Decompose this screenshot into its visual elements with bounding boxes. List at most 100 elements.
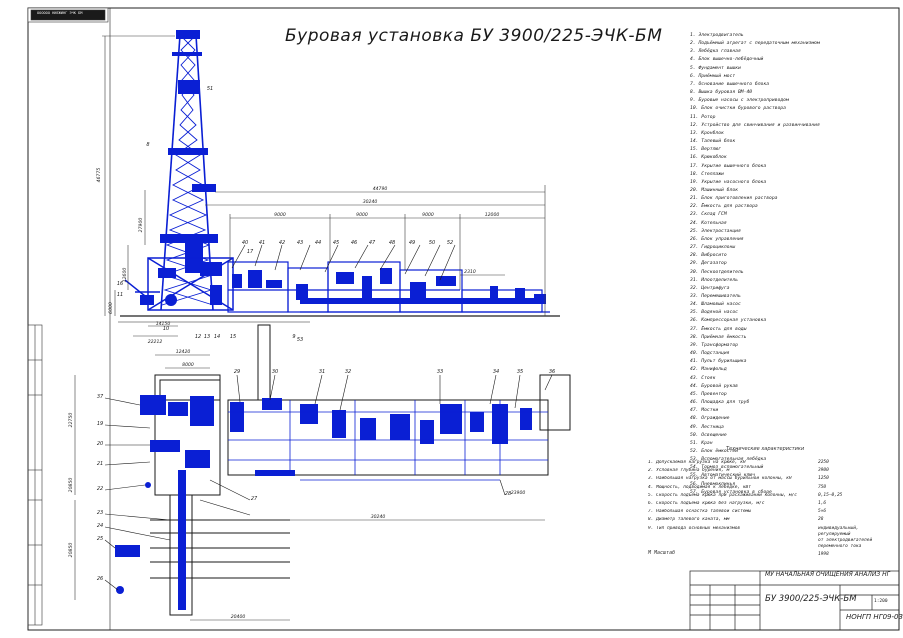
callout-number: 15 (230, 334, 236, 340)
drawing-title: Буровая установка БУ 3900/225-ЭЧК-БМ (285, 26, 663, 46)
spec-label: 5. Скорость подъёма крюка при расхаживан… (648, 492, 798, 498)
spec-value: 2250 (818, 460, 829, 465)
legend-item: 35. Водяной насос (690, 310, 738, 316)
stamp-org: МУ НАЧАЛЬНАЯ ОЧИЩЕНИЯ АНАЛИЗ НГ (765, 571, 890, 578)
legend-item: 20. Машинный блок (690, 187, 738, 193)
callout-number: 22 (97, 486, 103, 492)
legend-item: 32. Центрифуга (690, 285, 730, 291)
spec-value: 3900 (818, 468, 829, 474)
legend-list: 1. Электродвигатель 2. Подъёмный агрегат … (690, 32, 895, 497)
legend-item: 54. Тормоз вспомогательный (690, 465, 764, 471)
plan-dimensions (74, 354, 545, 621)
legend-item: 48. Ограждение (690, 416, 730, 422)
spec-label: 9. Тип привода основных механизмов (648, 525, 741, 531)
legend-item: 53. Вспомогательная лебёдка (690, 457, 767, 463)
legend-item: 2. Подъёмный агрегат с передаточным меха… (690, 41, 820, 47)
callout-number: 21 (97, 461, 103, 467)
legend-item: 17. Укрытие вышечного блока (690, 163, 767, 169)
legend-item: 25. Электростанция (690, 228, 741, 234)
callout-number: 12 (195, 334, 201, 340)
legend-item: 43. Стояк (690, 375, 716, 381)
legend-item: 31. Илоотделитель (690, 277, 738, 283)
specs-table: 1. Допускаемая нагрузка на крюке, кН 2250… (648, 460, 898, 560)
legend-item: 39. Трансформатор (690, 342, 738, 348)
dimension-label: 12000 (485, 212, 500, 218)
callout-number: 20 (97, 441, 103, 447)
callout-number: 37 (97, 394, 104, 400)
legend-item: 51. Кран (690, 440, 713, 446)
spec-value: 28 (818, 517, 824, 523)
spec-row: 7. Наибольшая оснастка талевой системы 5×… (648, 509, 898, 517)
plan-equipment (115, 395, 532, 610)
callout-number: 23 (97, 510, 103, 516)
spec-label: 1. Допускаемая нагрузка на крюке, кН (648, 460, 746, 465)
stamp-name: БУ 3900/225-ЭЧК-БМ (765, 594, 857, 604)
legend-item: 21. Блок приготовления раствора (690, 196, 778, 202)
callout-number: 46 (351, 240, 357, 246)
equipment-train (227, 261, 550, 313)
spec-value: 0,15–0,25 (818, 492, 843, 498)
plan-view: 124208000227502085020850302402040023900 … (68, 324, 571, 621)
spec-label: 7. Наибольшая оснастка талевой системы (648, 509, 751, 515)
legend-item: 9. Буровые насосы с электроприводом (690, 98, 789, 104)
legend-item: 14. Талевый блок (690, 139, 736, 145)
callout-number: 50 (429, 240, 435, 246)
callout-number: 49 (409, 240, 415, 246)
spec-row: 1. Допускаемая нагрузка на крюке, кН 2250 (648, 460, 898, 468)
callout-number: 32 (345, 369, 351, 375)
callout-number: 36 (549, 369, 555, 375)
callout-number: 33 (437, 369, 443, 375)
stamp-code: НОНГП НГ09-03 (846, 613, 903, 621)
spec-label: 3. Наибольшая нагрузка от массы бурильно… (648, 476, 792, 482)
callout-number: 24 (97, 523, 103, 529)
legend-item: 52. Блок ёмкостей (690, 448, 738, 454)
legend-item: 4. Блок вышечно-лебёдочный (690, 57, 764, 63)
spec-label: 6. Скорость подъёма крюка без нагрузки, … (648, 500, 765, 506)
legend-item: 22. Ёмкость для раствора (690, 204, 758, 210)
spec-row: 3. Наибольшая нагрузка от массы бурильно… (648, 476, 898, 484)
spec-value: 5×6 (818, 509, 827, 515)
legend-item: 23. Склад ГСМ (690, 212, 727, 218)
plan-outline (150, 324, 571, 616)
legend-item: 28. Вибросито (690, 253, 727, 259)
dimension-label: 22212 (148, 339, 163, 345)
legend-item: 55. Автоматический ключ (690, 473, 755, 479)
dimension-label: 23900 (511, 490, 526, 496)
legend-item: 49. Лестница (690, 424, 724, 430)
callout-number: 26 (97, 576, 103, 582)
dimension-label: 22750 (68, 413, 74, 428)
callout-number: 45 (333, 240, 339, 246)
legend-item: 47. Мостки (690, 408, 719, 414)
callout-number: 51 (207, 86, 213, 92)
specs-title: Технические характеристики (726, 446, 805, 452)
legend-item: 44. Буровой рукав (690, 383, 738, 389)
callout-number: 42 (279, 240, 285, 246)
callout-number: 31 (319, 369, 325, 375)
legend-item: 1. Электродвигатель (690, 33, 744, 38)
legend-item: 57. Буровая установка в сборе (690, 489, 772, 495)
legend-item: 27. Гидроциклоны (690, 245, 736, 251)
callout-number: 16 (117, 281, 123, 287)
stamp-scale: 1:200 (874, 599, 888, 604)
legend-item: 24. Котельная (690, 220, 727, 226)
callout-number: 29 (234, 369, 240, 375)
elevation-dimensions (102, 35, 546, 337)
dimension-label: 9000 (356, 212, 368, 218)
callout-number: 25 (97, 536, 103, 542)
callout-number: 27 (251, 496, 258, 502)
legend-item: 13. Кронблок (690, 130, 724, 136)
legend-item: 38. Приёмная ёмкость (690, 334, 747, 340)
callout-number: 11 (117, 292, 123, 298)
callout-number: 53 (297, 337, 303, 343)
legend-item: 10. Блок очистки бурового раствора (690, 106, 786, 112)
spec-value: 1,6 (818, 500, 827, 506)
mast-platforms (160, 30, 218, 273)
spec-value: 1250 (818, 476, 829, 482)
scale-note: М Масштаб (648, 550, 676, 556)
